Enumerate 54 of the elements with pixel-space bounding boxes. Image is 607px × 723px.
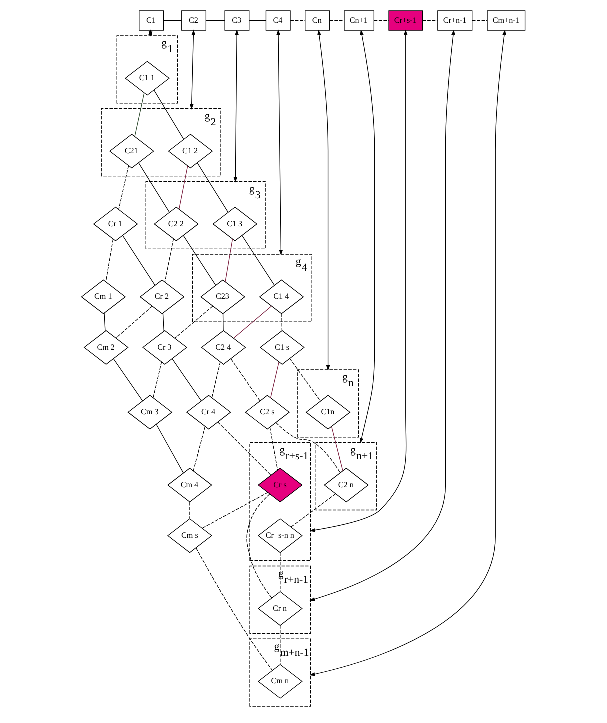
connector [172, 358, 202, 402]
connector [246, 494, 272, 599]
connector [116, 306, 153, 339]
connector [106, 239, 114, 282]
connector [270, 427, 278, 471]
connector [154, 90, 184, 140]
arrow [234, 30, 239, 183]
arrow [310, 30, 408, 532]
connector [291, 494, 336, 528]
connector [196, 548, 273, 671]
connector [280, 552, 281, 592]
connector [234, 306, 272, 339]
connector [118, 166, 130, 210]
connector [122, 235, 156, 286]
connector [212, 362, 221, 398]
connector [197, 162, 229, 213]
connector [472, 20, 488, 22]
connector [422, 20, 438, 22]
connector [104, 313, 106, 332]
connector [156, 424, 184, 474]
connector [113, 358, 144, 402]
arrow [360, 30, 376, 444]
connector [138, 162, 170, 213]
connector [290, 358, 322, 402]
connector [282, 314, 283, 331]
connector [242, 235, 275, 286]
connector [164, 238, 174, 283]
connector [331, 426, 344, 472]
connector [290, 20, 306, 22]
connector [162, 313, 164, 332]
arrow [310, 30, 506, 676]
arrow [276, 30, 284, 256]
connector [206, 20, 226, 22]
connector [178, 166, 188, 210]
connector [280, 625, 281, 665]
arrow [190, 30, 196, 110]
connector [183, 235, 216, 286]
arrow [318, 30, 330, 371]
connector [202, 492, 268, 529]
connector [270, 362, 280, 398]
connector [163, 20, 182, 22]
connector [276, 422, 341, 474]
connector [218, 422, 272, 476]
arrow [310, 30, 456, 602]
connector [134, 92, 145, 138]
connector [374, 20, 390, 22]
connector [222, 314, 224, 331]
connector [174, 306, 214, 339]
connector [225, 239, 234, 282]
connector [193, 426, 206, 472]
connector [330, 20, 345, 22]
connector [249, 20, 266, 22]
connector [153, 362, 162, 398]
connector [230, 358, 261, 402]
